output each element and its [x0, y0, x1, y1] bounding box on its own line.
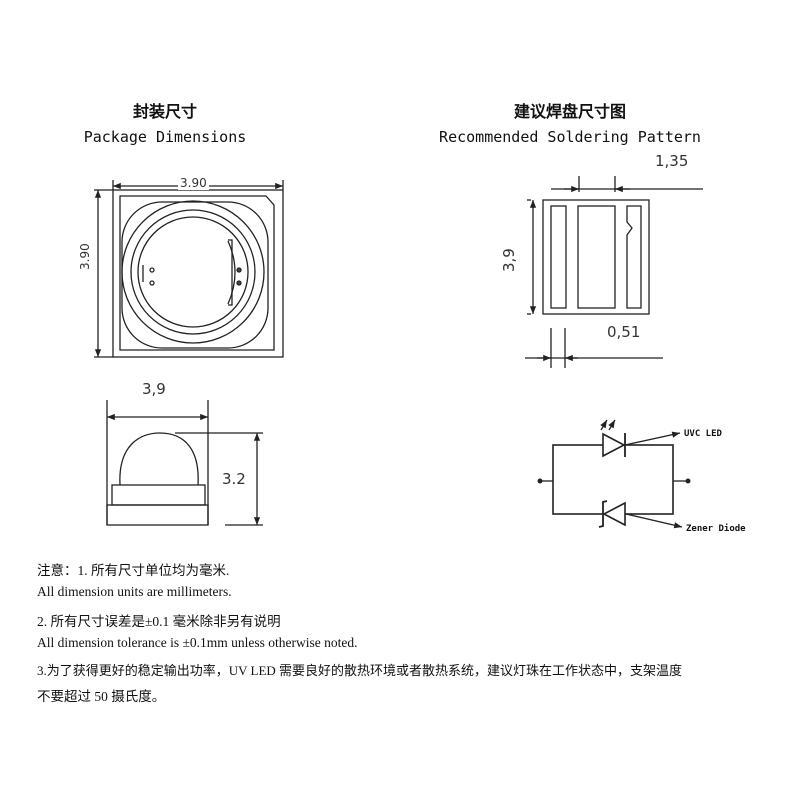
package-title-en: Package Dimensions [83, 128, 247, 146]
side-height-dimension: 3.2 [222, 470, 246, 488]
top-height-dimension: 3.90 [78, 241, 92, 272]
gap-dimension: 0,51 [607, 323, 641, 341]
side-width-dimension: 3,9 [142, 380, 166, 398]
package-top-view [94, 180, 284, 358]
pad-width-dimension: 1,35 [655, 152, 689, 170]
note-line: All dimension units are millimeters. [37, 584, 232, 599]
led-diode-icon [602, 432, 626, 458]
uvc-led-label: UVC LED [684, 429, 722, 439]
circuit-schematic [537, 419, 691, 529]
note-line: 注意：1. 所有尺寸单位均为毫米. [37, 563, 230, 578]
top-width-dimension: 3.90 [178, 176, 209, 190]
soldering-title-zh: 建议焊盘尺寸图 [513, 102, 627, 121]
zener-diode-icon [602, 501, 626, 527]
package-side-view [106, 400, 263, 526]
zener-diode-label: Zener Diode [686, 524, 746, 534]
soldering-pattern [525, 176, 703, 368]
package-title-zh: 封装尺寸 [132, 102, 198, 121]
note-line: 2. 所有尺寸误差是±0.1 毫米除非另有说明 [37, 614, 281, 629]
note-line: All dimension tolerance is ±0.1mm unless… [37, 635, 358, 650]
pattern-height-dimension: 3,9 [500, 248, 518, 272]
soldering-title-en: Recommended Soldering Pattern [439, 128, 701, 146]
note-line: 不要超过 50 摄氏度。 [37, 689, 166, 704]
note-line: 3.为了获得更好的稳定输出功率，UV LED 需要良好的散热环境或者散热系统，建… [37, 663, 683, 678]
